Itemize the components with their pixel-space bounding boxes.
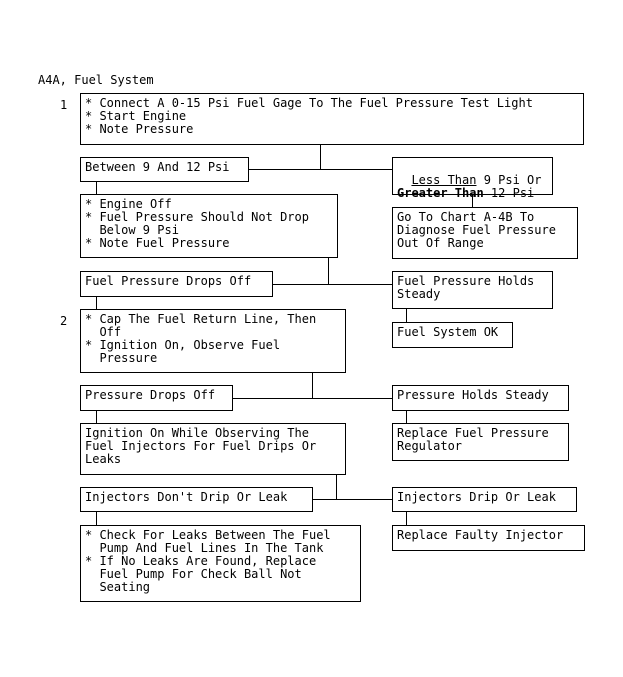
replace-regulator-box: Replace Fuel Pressure Regulator [392, 423, 569, 461]
injectors-dont-drip-box: Injectors Don't Drip Or Leak [80, 487, 313, 512]
check-leaks-box: * Check For Leaks Between The Fuel Pump … [80, 525, 361, 602]
pressure-drops-off-box: Pressure Drops Off [80, 385, 233, 411]
fuel-pressure-holds-box: Fuel Pressure Holds Steady [392, 271, 553, 309]
between-9-12-box: Between 9 And 12 Psi [80, 157, 249, 182]
connector [249, 169, 393, 170]
connector [96, 411, 97, 423]
engine-off-box: * Engine Off * Fuel Pressure Should Not … [80, 194, 338, 258]
greater-than-label: Greater Than [397, 186, 484, 200]
connector [96, 512, 97, 525]
injectors-drip-box: Injectors Drip Or Leak [392, 487, 577, 512]
connector [312, 499, 393, 500]
chart-a4b-box: Go To Chart A-4B To Diagnose Fuel Pressu… [392, 207, 578, 259]
pressure-holds-steady-box: Pressure Holds Steady [392, 385, 569, 411]
connector [96, 182, 97, 194]
connector [406, 512, 407, 525]
connector [312, 373, 313, 398]
ignition-on-observe-box: Ignition On While Observing The Fuel Inj… [80, 423, 346, 475]
diagram-title: A4A, Fuel System [38, 73, 154, 87]
connector [232, 398, 393, 399]
step-number-1: 1 [60, 98, 68, 112]
connector [328, 258, 329, 284]
connector [406, 411, 407, 423]
greater-than-value: 12 Psi [483, 186, 535, 200]
connector [406, 309, 407, 322]
connector [320, 145, 321, 169]
step1-instructions-box: * Connect A 0-15 Psi Fuel Gage To The Fu… [80, 93, 584, 145]
cap-return-line-box: * Cap The Fuel Return Line, Then Off * I… [80, 309, 346, 373]
step-number-2: 2 [60, 314, 68, 328]
fuel-system-ok-box: Fuel System OK [392, 322, 513, 348]
connector [472, 195, 473, 207]
fuel-pressure-drops-off-box: Fuel Pressure Drops Off [80, 271, 273, 297]
less-than-label: Less Than [411, 173, 477, 187]
connector [336, 475, 337, 499]
connector [273, 284, 393, 285]
connector [96, 297, 97, 309]
replace-faulty-injector-box: Replace Faulty Injector [392, 525, 585, 551]
less-than-value: 9 Psi Or [476, 173, 542, 187]
out-of-range-box: Less Than 9 Psi Or Greater Than 12 Psi [392, 157, 553, 200]
